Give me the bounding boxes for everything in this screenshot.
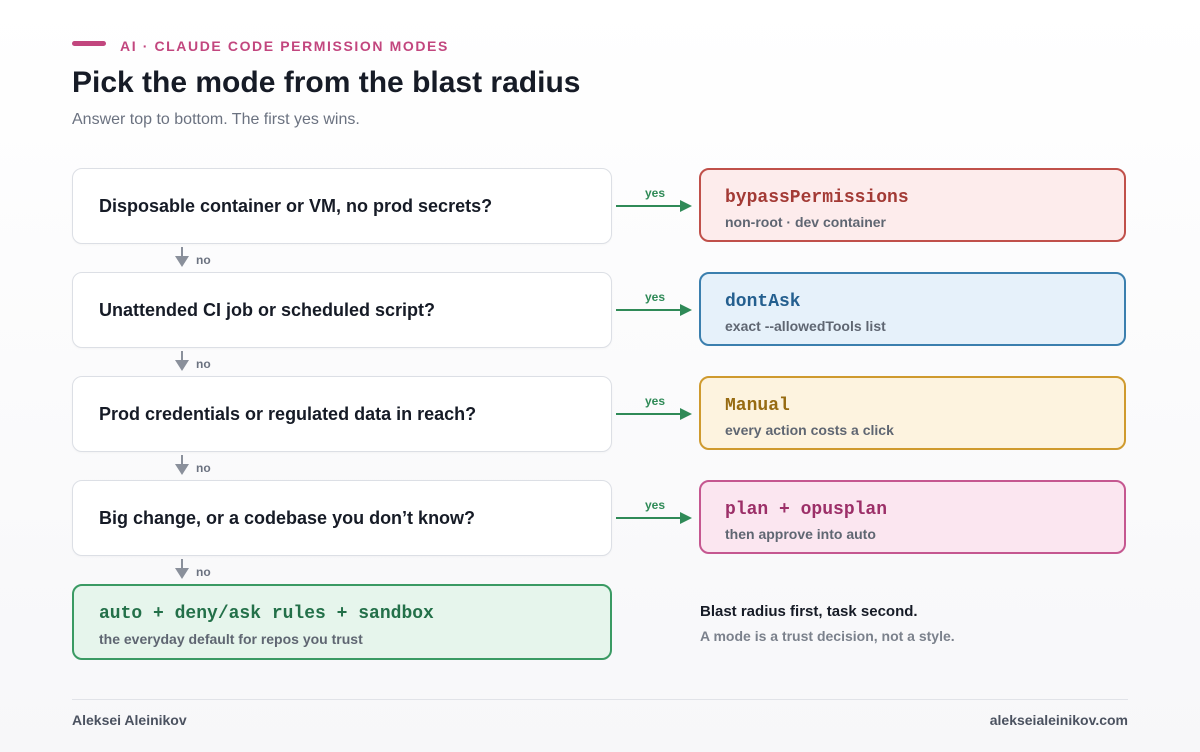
no-label: no bbox=[196, 461, 211, 475]
question-box-1: Disposable container or VM, no prod secr… bbox=[72, 168, 612, 244]
mode-box-dont-ask: dontAsk exact --allowedTools list bbox=[699, 272, 1126, 346]
default-mode-detail: the everyday default for repos you trust bbox=[99, 631, 363, 647]
question-text: Prod credentials or regulated data in re… bbox=[99, 403, 477, 424]
note-subtitle: A mode is a trust decision, not a style. bbox=[700, 628, 955, 644]
eyebrow-label: AI · CLAUDE CODE PERMISSION MODES bbox=[120, 38, 449, 54]
accent-bar bbox=[72, 41, 106, 46]
mode-box-manual: Manual every action costs a click bbox=[699, 376, 1126, 450]
yes-label: yes bbox=[645, 498, 666, 512]
page-subtitle: Answer top to bottom. The first yes wins… bbox=[72, 111, 360, 128]
yes-arrow bbox=[616, 304, 692, 316]
yes-arrow bbox=[616, 512, 692, 524]
mode-name: bypassPermissions bbox=[725, 188, 909, 208]
mode-detail: then approve into auto bbox=[725, 526, 876, 542]
note-title: Blast radius first, task second. bbox=[700, 603, 918, 620]
mode-box-plan: plan + opusplan then approve into auto bbox=[699, 480, 1126, 554]
mode-detail: exact --allowedTools list bbox=[725, 318, 886, 334]
question-box-2: Unattended CI job or scheduled script? bbox=[72, 272, 612, 348]
footer-divider bbox=[72, 699, 1128, 700]
yes-arrow bbox=[616, 408, 692, 420]
no-label: no bbox=[196, 253, 211, 267]
yes-label: yes bbox=[645, 394, 666, 408]
no-arrow bbox=[175, 247, 189, 267]
no-label: no bbox=[196, 565, 211, 579]
mode-box-bypass-permissions: bypassPermissions non-root · dev contain… bbox=[699, 168, 1126, 242]
yes-label: yes bbox=[645, 186, 666, 200]
mode-name: plan + opusplan bbox=[725, 500, 888, 520]
page-title: Pick the mode from the blast radius bbox=[72, 66, 581, 99]
yes-arrow bbox=[616, 200, 692, 212]
question-text: Unattended CI job or scheduled script? bbox=[99, 299, 436, 320]
question-box-3: Prod credentials or regulated data in re… bbox=[72, 376, 612, 452]
mode-name: Manual bbox=[725, 396, 790, 416]
mode-detail: non-root · dev container bbox=[725, 214, 886, 230]
default-mode-name: auto + deny/ask rules + sandbox bbox=[99, 604, 434, 624]
no-arrow bbox=[175, 455, 189, 475]
default-mode-box: auto + deny/ask rules + sandbox the ever… bbox=[72, 584, 612, 660]
mode-detail: every action costs a click bbox=[725, 422, 894, 438]
footer-author: Aleksei Aleinikov bbox=[72, 712, 187, 728]
footer-site: alekseialeinikov.com bbox=[989, 712, 1128, 728]
mode-name: dontAsk bbox=[725, 292, 801, 312]
question-box-4: Big change, or a codebase you don’t know… bbox=[72, 480, 612, 556]
no-arrow bbox=[175, 559, 189, 579]
no-label: no bbox=[196, 357, 211, 371]
yes-label: yes bbox=[645, 290, 666, 304]
question-text: Big change, or a codebase you don’t know… bbox=[99, 507, 476, 528]
no-arrow bbox=[175, 351, 189, 371]
question-text: Disposable container or VM, no prod secr… bbox=[99, 195, 493, 216]
